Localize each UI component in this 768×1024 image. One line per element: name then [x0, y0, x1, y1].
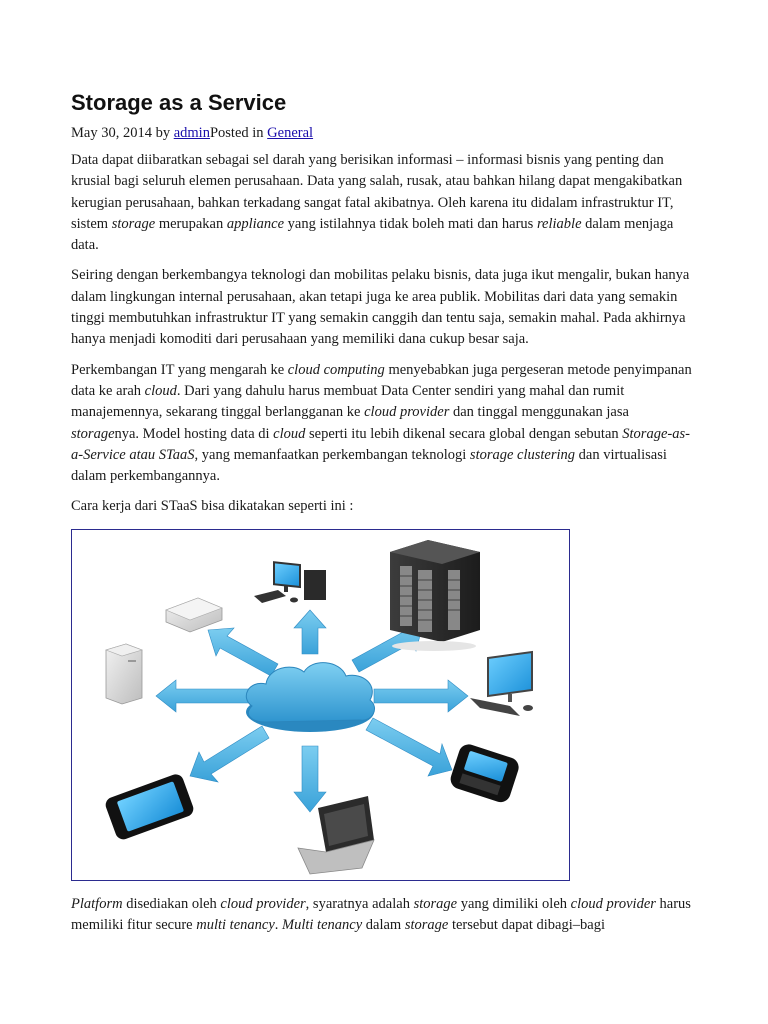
arrow-lower-left [189, 725, 270, 783]
staas-diagram-svg [105, 539, 533, 875]
paragraph-text: dalam [362, 917, 405, 934]
emphasized-text: storage clustering [469, 446, 576, 463]
paragraph-text: yang istilahnya tidak boleh mati dan har… [284, 215, 537, 232]
arrow-right [373, 679, 469, 713]
emphasized-text: Platform [71, 895, 123, 912]
server-rack-icon [390, 539, 480, 651]
paragraph-text: dan virtualisasi dalam perkembangannya. [71, 446, 667, 485]
post-content: Storage as a Service May 30, 2014 by adm… [71, 89, 699, 936]
paragraph-text: dan tinggal menggunakan jasa [449, 404, 629, 421]
emphasized-text: cloud [144, 382, 177, 399]
paragraph-text: . [274, 917, 283, 934]
laptop-icon [297, 795, 375, 875]
paragraph: Cara kerja dari STaaS bisa dikatakan sep… [71, 496, 699, 517]
paragraph: Perkembangan IT yang mengarah ke cloud c… [71, 360, 699, 488]
emphasized-text: storage [404, 917, 449, 934]
paragraph-text: seperti itu lebih dikenal secara global … [305, 425, 623, 442]
paragraph: Data dapat diibaratkan sebagai sel darah… [71, 150, 699, 256]
arrow-upper-left [207, 627, 279, 677]
paragraph-text: tersebut dapat dibagi–bagi [448, 917, 605, 934]
category-link[interactable]: General [267, 125, 314, 141]
emphasized-text: cloud provider [364, 404, 450, 421]
emphasized-text: cloud computing [287, 361, 385, 378]
arrow-up [293, 609, 327, 655]
paragraph: Seiring dengan berkembangya teknologi da… [71, 265, 699, 350]
blackberry-phone-icon [450, 744, 519, 802]
arrow-lower-right [365, 717, 453, 777]
paragraph-text: dalam menjaga data. [71, 215, 674, 254]
arrow-left [155, 679, 251, 713]
paragraph-text: , syaratnya adalah [305, 895, 414, 912]
smartphone-icon [105, 774, 194, 840]
desktop-pc-icon [254, 560, 326, 603]
paragraph: Platform disediakan oleh cloud provider,… [71, 894, 699, 937]
emphasized-text: cloud [273, 425, 306, 442]
arrow-down [293, 745, 327, 813]
paragraph-text: merupakan [155, 215, 227, 232]
author-link[interactable]: admin [173, 125, 210, 141]
network-appliance-icon [165, 597, 223, 633]
emphasized-text: reliable [536, 215, 582, 232]
paragraph-text: , yang memanfaatkan perkembangan teknolo… [194, 446, 470, 463]
post-title: Storage as a Service [71, 90, 287, 115]
post-date: May 30, 2014 [71, 125, 152, 141]
paragraph-text: harus memiliki fitur secure [71, 895, 691, 934]
tower-server-icon [105, 643, 143, 705]
arrows [155, 609, 469, 813]
paragraph-text: . Dari yang dahulu harus membuat Data Ce… [71, 382, 625, 421]
paragraph-text: nya. Model hosting data di [114, 425, 274, 442]
staas-diagram-image [71, 528, 570, 881]
emphasized-text: cloud provider [220, 895, 306, 912]
cloud-icon [245, 662, 375, 732]
emphasized-text: multi tenancy [196, 917, 275, 934]
monitor-workstation-icon [470, 650, 533, 716]
post-meta: May 30, 2014 by adminPosted in General [71, 123, 699, 143]
emphasized-text: storage [413, 895, 458, 912]
emphasized-text: cloud provider [570, 895, 656, 912]
emphasized-text: appliance [226, 215, 285, 232]
paragraph-text: disediakan oleh [122, 895, 221, 912]
paragraph-text: menyebabkan juga pergeseran metode penyi… [71, 361, 692, 399]
post-by-label: by [155, 125, 171, 141]
emphasized-text: Multi tenancy [282, 917, 363, 934]
emphasized-text: storage [71, 425, 115, 442]
paragraph-text: yang dimiliki oleh [457, 895, 571, 912]
posted-in-label: Posted in [209, 125, 264, 141]
paragraph-text: Cara kerja dari STaaS bisa dikatakan sep… [71, 498, 354, 515]
paragraph-text: Seiring dengan berkembangya teknologi da… [71, 267, 690, 348]
emphasized-text: storage [111, 215, 156, 232]
paragraph-text: Perkembangan IT yang mengarah ke [71, 361, 288, 378]
emphasized-text: Storage-as-a-Service atau STaaS [71, 425, 690, 463]
paragraph-text: Data dapat diibaratkan sebagai sel darah… [71, 152, 683, 232]
